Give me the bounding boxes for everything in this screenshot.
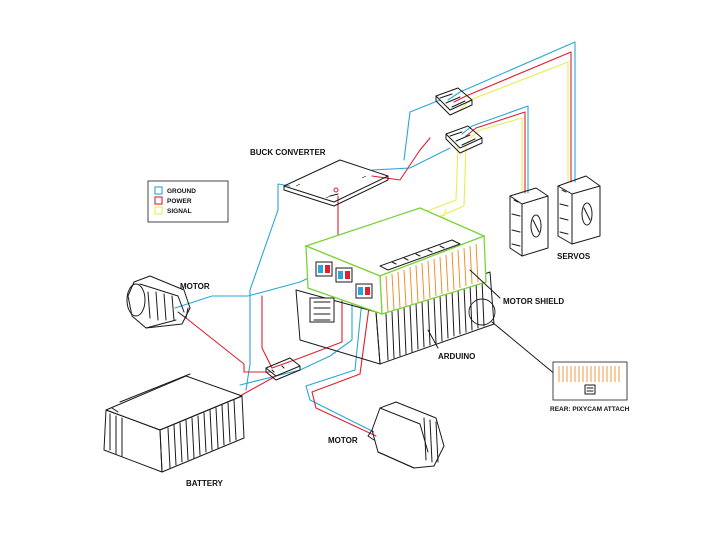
label-servos: SERVOS (557, 252, 591, 261)
servo-right (558, 176, 600, 244)
screw-terminal-1 (316, 262, 332, 276)
callout-circle (469, 299, 495, 325)
pixycam-icon (585, 385, 595, 394)
battery-hatch-front (110, 414, 122, 456)
label-rear-pixycam: REAR: PIXYCAM ATTACH (550, 406, 630, 413)
battery-hatch-side (168, 400, 236, 468)
motor-bottom (368, 402, 444, 468)
inline-switch (266, 358, 300, 380)
ground-wire-pwm-top (404, 100, 440, 160)
label-buck-converter: BUCK CONVERTER (250, 148, 326, 157)
arduino-stack (296, 208, 494, 364)
rear-callout (469, 299, 627, 400)
screw-terminal-3 (356, 284, 372, 298)
buck-converter (284, 160, 388, 206)
callout-leader (492, 322, 562, 380)
legend-label-signal: SIGNAL (167, 208, 192, 215)
power-wire-motor-left (186, 318, 270, 372)
screw-terminal-2 (336, 268, 352, 282)
label-motor-bottom: MOTOR (328, 436, 358, 445)
servo-left (510, 188, 548, 256)
legend-label-ground: GROUND (167, 188, 196, 195)
legend-label-power: POWER (167, 198, 192, 205)
battery-side (160, 396, 244, 472)
ground-wire-pwm-buck (372, 148, 450, 170)
label-arduino: ARDUINO (438, 352, 475, 361)
signal-wire-servo-left (470, 118, 522, 193)
legend: GROUND POWER SIGNAL (148, 181, 228, 222)
power-wire-servo-left (466, 112, 525, 193)
pwm-board-bottom (446, 126, 482, 153)
battery (104, 374, 244, 472)
battery-top (106, 376, 242, 430)
buck-pot (334, 188, 338, 192)
motor-bottom-body (372, 402, 444, 468)
signal-wire-servo-right (460, 62, 568, 182)
label-motor-shield: MOTOR SHIELD (503, 297, 564, 306)
power-wire-battery-switch (240, 376, 276, 396)
power-wire-servo-right (454, 52, 571, 182)
label-battery: BATTERY (186, 479, 224, 488)
battery-front (104, 410, 162, 472)
label-motor-left: MOTOR (180, 282, 210, 291)
